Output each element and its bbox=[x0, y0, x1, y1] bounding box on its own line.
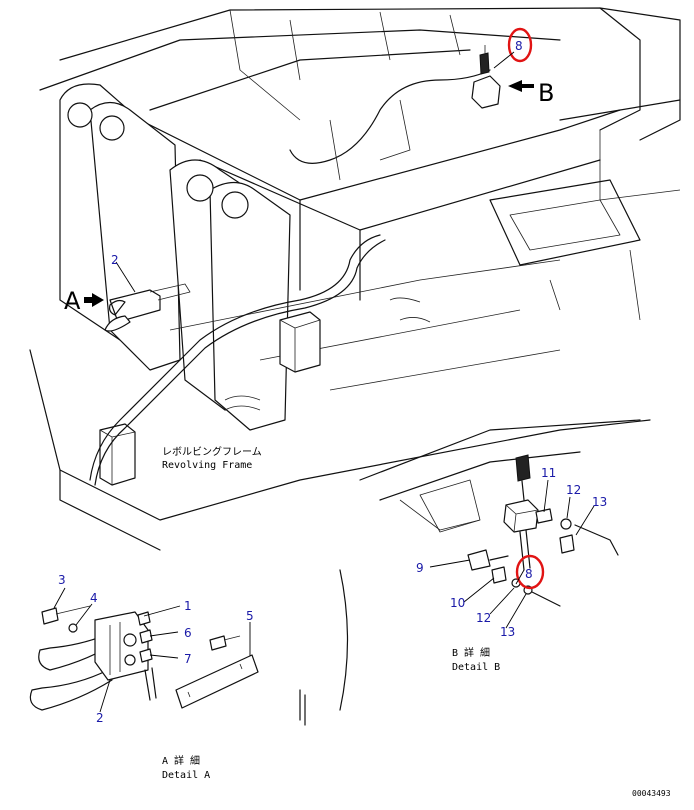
view-letter-b: B bbox=[538, 79, 554, 107]
highlight-ring-top bbox=[507, 27, 533, 63]
callout-4: 4 bbox=[90, 591, 98, 605]
callout-2-top: 2 bbox=[111, 253, 119, 267]
detail-b-caption-en: Detail B bbox=[452, 662, 500, 673]
callout-13-right: 13 bbox=[592, 495, 607, 509]
detail-a-caption-jp: A 詳 細 bbox=[162, 754, 200, 767]
callout-7: 7 bbox=[184, 652, 192, 666]
detail-b-drawing bbox=[359, 419, 641, 607]
callout-5: 5 bbox=[246, 609, 254, 623]
detail-a-drawing bbox=[29, 569, 349, 726]
callout-6: 6 bbox=[184, 626, 192, 640]
callout-13-bottom: 13 bbox=[500, 625, 515, 639]
leader-lines bbox=[53, 51, 595, 713]
highlight-ring-detail bbox=[515, 554, 545, 590]
callout-12-right: 12 bbox=[566, 483, 581, 497]
callout-11: 11 bbox=[541, 466, 556, 480]
frame-label-jp: レボルビングフレーム bbox=[162, 445, 262, 458]
callout-3: 3 bbox=[58, 573, 66, 587]
revolving-frame-drawing bbox=[29, 7, 681, 551]
callout-8-detail: 8 bbox=[525, 567, 533, 581]
detail-b-caption-jp: B 詳 細 bbox=[452, 646, 490, 659]
view-a-arrow bbox=[84, 293, 104, 307]
callout-10: 10 bbox=[450, 596, 465, 610]
frame-label-en: Revolving Frame bbox=[162, 460, 252, 471]
callout-2-bottom: 2 bbox=[96, 711, 104, 725]
drawing-number: 00043493 bbox=[632, 789, 671, 798]
view-b-arrow bbox=[508, 80, 534, 92]
view-letter-a: A bbox=[64, 287, 81, 315]
detail-a-caption-en: Detail A bbox=[162, 770, 210, 781]
callout-9: 9 bbox=[416, 561, 424, 575]
callout-12-bottom: 12 bbox=[476, 611, 491, 625]
callout-8-top: 8 bbox=[515, 39, 523, 53]
callout-1: 1 bbox=[184, 599, 192, 613]
